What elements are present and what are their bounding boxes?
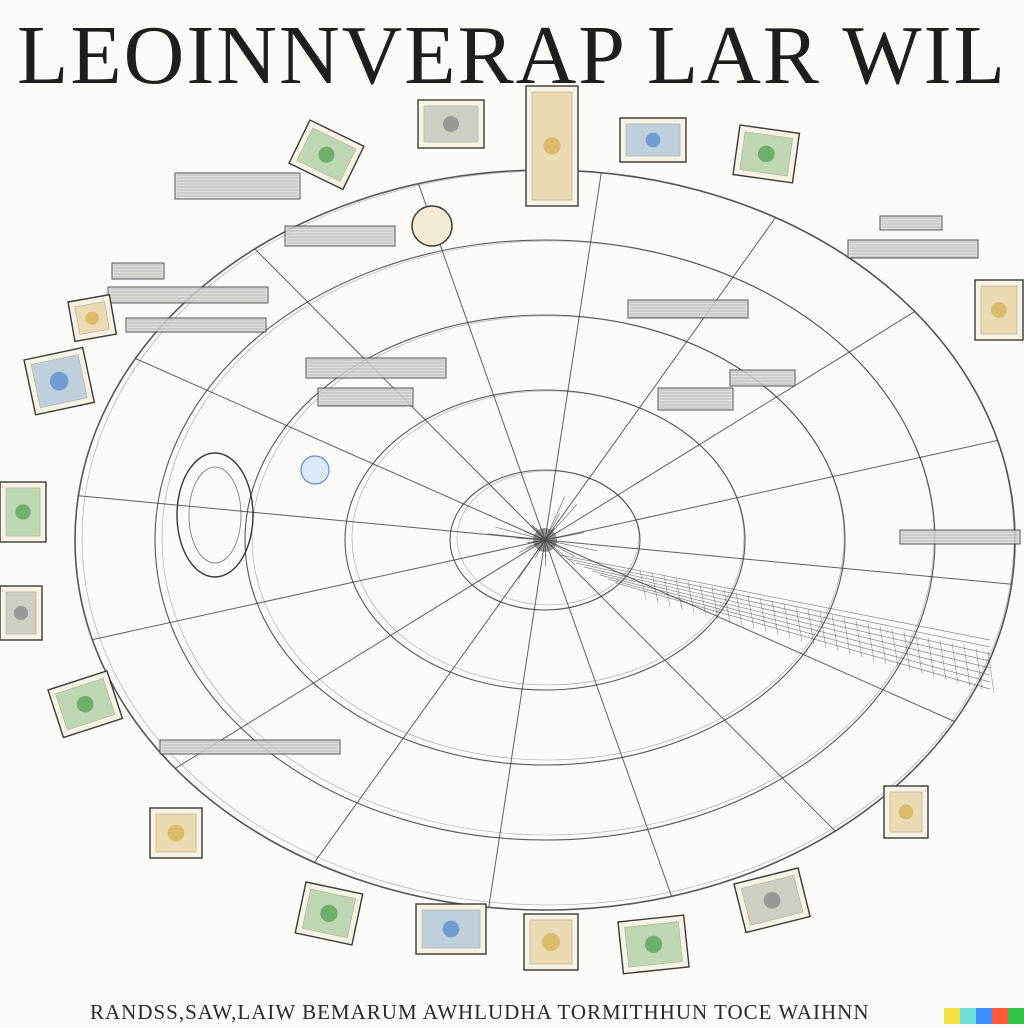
tile-mark [15, 504, 30, 519]
tile-mark [443, 116, 459, 132]
wheel-spoke [545, 173, 601, 540]
truss-hatch [928, 637, 934, 677]
wheel-spoke [78, 496, 545, 540]
window-icon [884, 786, 928, 838]
truss-hatch [700, 584, 706, 616]
frame-icon [620, 118, 686, 162]
tile-mark [542, 933, 560, 951]
truss-hatch [952, 643, 958, 683]
truss-hatch [784, 604, 790, 639]
scene-icon [150, 808, 202, 858]
truss-hatch [940, 640, 946, 680]
truss-hatch [772, 601, 778, 635]
hub-core [533, 528, 557, 552]
tile-mark [443, 921, 460, 938]
label-bar [318, 388, 413, 406]
truss-line [616, 583, 990, 689]
tile-mark [646, 133, 661, 148]
small-globe [301, 456, 329, 484]
sphere-sketch-inner [189, 467, 241, 563]
portrait-icon [68, 295, 116, 342]
tile-mark [14, 606, 28, 620]
tile-mark [543, 137, 560, 154]
swatch-blue [976, 1008, 992, 1024]
chart-icon [618, 915, 689, 974]
truss-line [560, 555, 990, 640]
ring-gear [412, 206, 452, 246]
swatch-red [992, 1008, 1008, 1024]
note-icon [524, 914, 578, 970]
swatch-cyan [960, 1008, 976, 1024]
label-bar [175, 173, 300, 199]
truss-hatch [736, 592, 742, 625]
swatch-yellow [944, 1008, 960, 1024]
label-bar [628, 300, 748, 318]
footer-caption: RANDSS,SAW,LAIW BEMARUM AWHLUDHA TORMITH… [90, 1000, 950, 1024]
wheel-spoke [545, 312, 915, 540]
cup-icon [416, 904, 486, 954]
landscape-icon [733, 125, 799, 183]
tile-mark [991, 302, 1007, 318]
truss-hatch [676, 578, 682, 609]
truss-hatch [964, 646, 970, 687]
book-icon [295, 882, 363, 945]
figure-icon [975, 280, 1023, 340]
wheel-spoke [545, 540, 1012, 584]
box-icon [0, 586, 42, 640]
tile-mark [899, 805, 914, 820]
tile-mark [168, 825, 185, 842]
wheel-spoke [135, 359, 545, 540]
truss-hatch [916, 634, 922, 673]
globe-icon [24, 348, 94, 415]
color-swatch-bar [944, 1008, 1024, 1024]
wheel-spoke [545, 540, 835, 831]
machine-icon [734, 868, 810, 932]
page-title: LEOINNVERAP LAR WIL [0, 6, 1024, 106]
wheel-spoke [489, 540, 545, 907]
building-icon [418, 100, 484, 148]
wheel-spoke [175, 540, 545, 768]
truss-hatch [688, 581, 694, 613]
truss-hatch [748, 595, 754, 629]
label-bar [848, 240, 978, 258]
truss-hatch [760, 598, 766, 632]
sphere-sketch [177, 453, 253, 577]
wheel-spoke [314, 540, 545, 862]
swatch-green [1008, 1008, 1024, 1024]
plant-icon [0, 482, 46, 542]
